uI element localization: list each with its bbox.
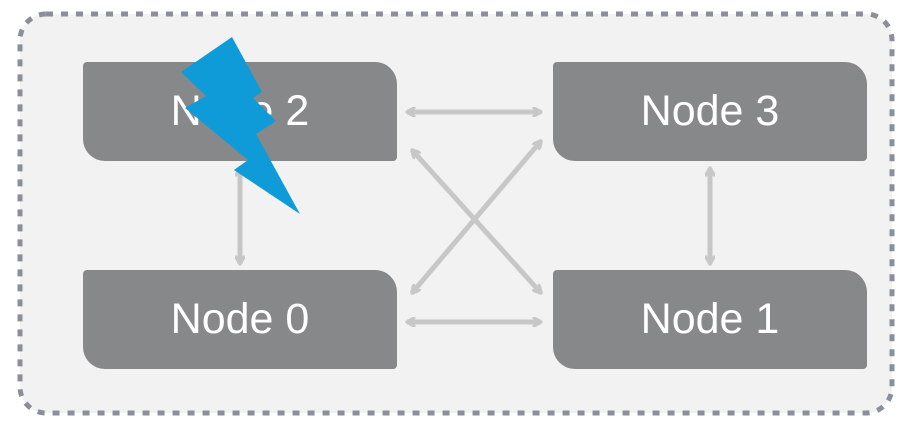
node-1[interactable]: Node 1 [553,270,867,369]
node-2-label: Node 2 [170,87,310,135]
node-0-label: Node 0 [170,295,310,343]
node-2[interactable]: Node 2 [83,62,397,161]
link-node0-node3 [412,141,541,293]
node-0[interactable]: Node 0 [83,270,397,369]
node-3[interactable]: Node 3 [553,62,867,161]
node-3-label: Node 3 [640,87,780,135]
node-1-label: Node 1 [640,295,780,343]
